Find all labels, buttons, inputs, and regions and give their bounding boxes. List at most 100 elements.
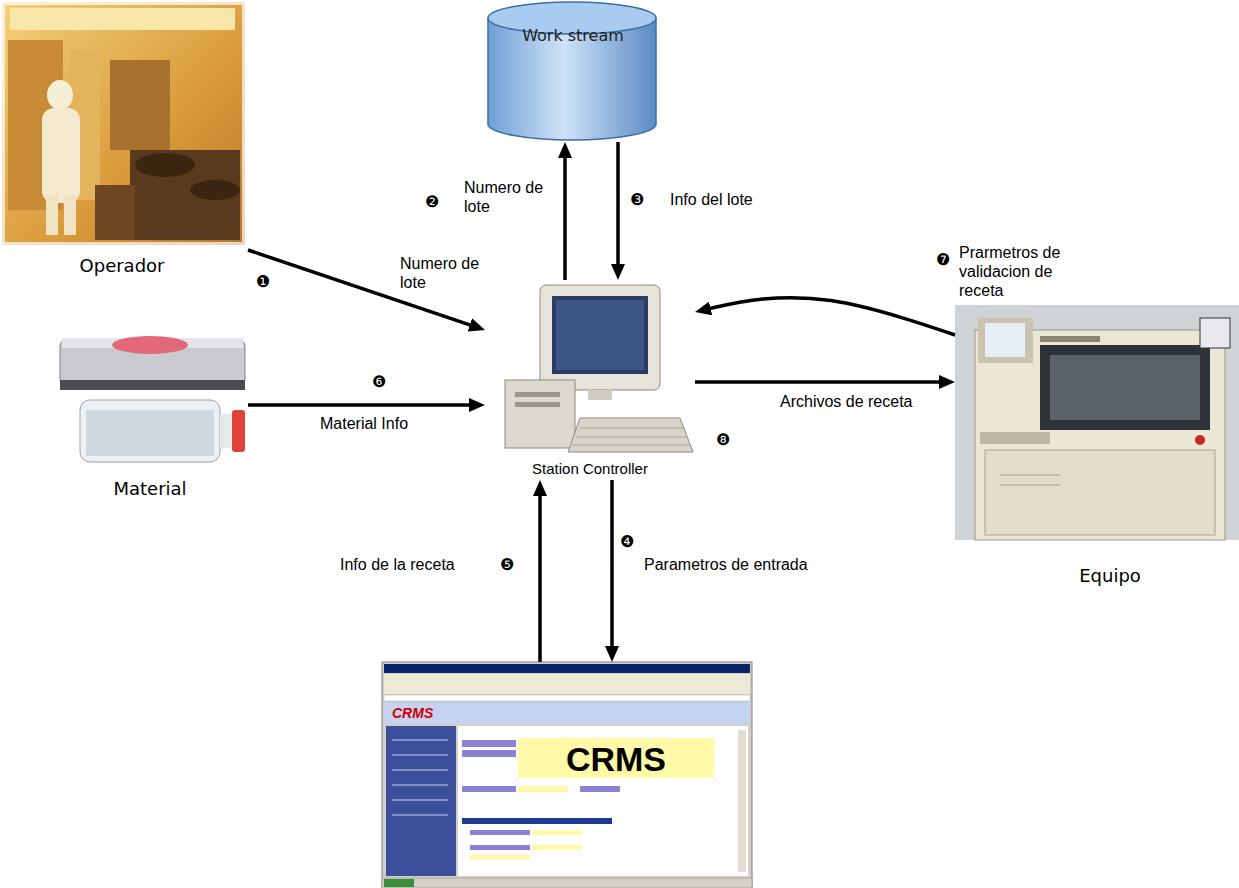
scrollbar [738,730,746,872]
callout-number: ❻ [372,372,386,392]
sidebar-item [392,755,448,756]
node-label: Material [113,478,186,500]
machine [130,150,240,240]
database-cylinder-art [488,2,656,140]
sidebar [386,726,456,876]
edge-label: Numero de lote [462,178,554,216]
window-frame [382,662,752,888]
wafer-box-base [60,380,245,390]
stop-button [1195,435,1205,445]
callout-number: ❼ [936,250,950,270]
connector-arrow [616,142,620,267]
key-row [572,445,690,446]
edge-label: Material Info [318,414,410,433]
computer-tower [505,380,575,448]
screenshot-art [382,662,752,888]
cylinder-body [488,18,656,124]
table-cell [470,830,530,835]
screen-glow [556,300,644,370]
equipment-node: Equipo [955,305,1239,590]
computer-art [505,285,693,452]
photo-ground [955,305,1239,540]
callout-number: ❺ [500,555,514,575]
drive-slot [515,402,560,407]
machine-chamber [1050,355,1200,420]
node-label: Work stream [522,26,624,45]
table-cell [462,750,516,757]
cylinder-body [488,18,656,124]
key-row [576,437,687,438]
machine-monitor [978,318,1033,363]
edge-label: Archivos de receta [778,392,915,411]
table-cell [518,786,568,792]
operator-leg [64,195,76,235]
photo-ground [2,2,245,245]
operator-photo [2,2,245,245]
machine-sign [1200,318,1230,348]
menu-bar [384,674,750,694]
vent [1000,475,1060,476]
machine-window [1040,345,1210,430]
bottle-body [80,400,220,462]
material-art [60,336,245,462]
edge-label: Prarmetros de validacion de receta [957,243,1079,300]
edge-label: Numero de lote [398,254,490,292]
connector-arrow [563,155,567,280]
machine-top [190,180,240,200]
edge-label: Info del lote [668,190,755,209]
key-row [580,428,683,429]
machine-screen [985,323,1025,357]
back-equipment [110,60,170,150]
connector-arrow [695,380,942,384]
callout-number: ❽ [716,430,730,450]
table-cell [462,740,516,747]
node-label: Operador [80,255,165,277]
address-bar [384,695,750,701]
edge-label: Parametros de entrada [642,555,810,574]
equipment-art [955,305,1239,540]
database-cylinder: Work stream [487,0,659,142]
connector-arrow [248,403,472,407]
table-cell [470,845,530,850]
node-label: CRMS [566,739,666,780]
monitor [540,285,660,390]
sidebar-item [392,800,448,801]
callout-number: ❸ [630,190,644,210]
photo-node: Operador [0,0,248,295]
screenshot-node: CRMSCRMS [382,662,752,888]
vent [1000,485,1060,486]
cylinder-side [655,18,657,124]
sidebar-item [392,740,448,741]
sidebar-item [392,785,448,786]
start-button [384,879,414,887]
taskbar [382,878,752,888]
machine [95,185,135,240]
sidebar-item [392,770,448,771]
machine-top [135,153,195,177]
main-pane [458,726,748,876]
logo-strip [1040,336,1100,342]
callout-number: ❷ [425,192,439,212]
node-label: Station Controller [532,460,648,478]
bottle-neck [220,414,232,448]
ceiling-light [10,8,235,30]
edge-label: Info de la receta [338,555,457,574]
bottle-cap [232,410,245,452]
material-node: Material [55,330,248,505]
drive-slot [515,392,560,397]
operator-leg [46,195,58,235]
keyboard [568,418,693,452]
monitor-stand [588,390,612,400]
monitor-screen [552,296,648,374]
table-cell [580,786,620,792]
table-header [462,818,612,824]
title-bar [384,664,750,673]
header-band [384,702,750,724]
table-cell [470,855,530,860]
photo-edge [2,2,245,245]
connector-arrow [610,480,614,649]
operator-suit [42,108,80,203]
cylinder-side [487,18,489,124]
